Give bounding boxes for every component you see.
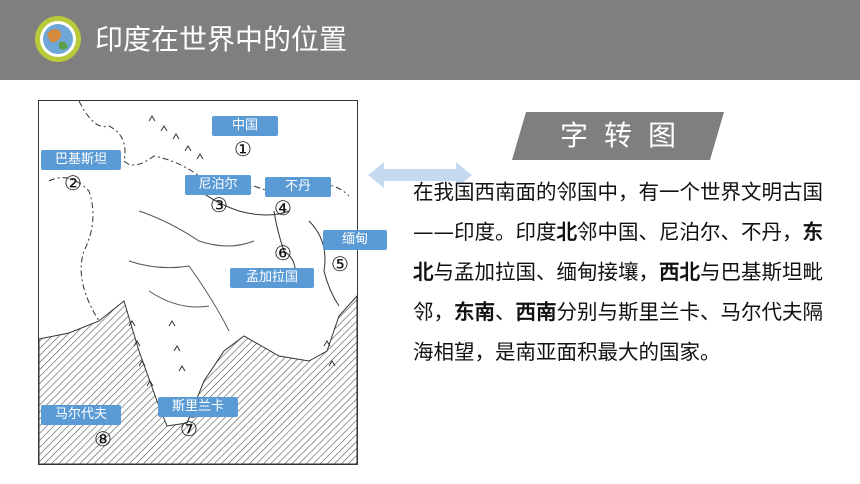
num-pakistan: ②	[64, 171, 82, 195]
num-nepal: ③	[210, 193, 228, 217]
para-bold: 东南	[454, 300, 495, 324]
para-text: 邻中国、尼泊尔、不丹，	[577, 220, 803, 244]
label-nepal: 尼泊尔	[185, 175, 251, 195]
num-china: ①	[234, 137, 252, 161]
description-paragraph: 在我国西南面的邻国中，有一个世界文明古国——印度。印度北邻中国、尼泊尔、不丹，东…	[413, 172, 823, 372]
para-bold: 西北	[659, 260, 700, 284]
num-maldives: ⑧	[94, 427, 112, 451]
label-pakistan: 巴基斯坦	[41, 150, 121, 170]
num-bangladesh: ⑥	[274, 241, 292, 265]
double-arrow-icon	[368, 162, 472, 188]
label-bhutan: 不丹	[265, 177, 331, 197]
label-maldives: 马尔代夫	[41, 405, 121, 425]
para-text: 分别与斯里兰卡、马尔代夫隔海相望，是南亚面积最大的国家。	[413, 300, 823, 364]
page-title: 印度在世界中的位置	[95, 23, 348, 56]
para-text: 与孟加拉国、缅甸接壤，	[433, 260, 660, 284]
para-text: 在我国西南面的邻国中，有一个世界文明古国——印度。印度	[413, 180, 823, 244]
label-china: 中国	[212, 116, 278, 136]
para-text: 、	[495, 300, 516, 324]
label-bangladesh: 孟加拉国	[230, 268, 314, 288]
banner: 字转图	[512, 112, 724, 160]
num-srilanka: ⑦	[180, 417, 198, 441]
num-bhutan: ④	[274, 196, 292, 220]
para-bold: 北	[556, 220, 578, 244]
banner-text: 字转图	[559, 119, 692, 152]
para-bold: 东北	[413, 220, 823, 284]
num-myanmar: ⑤	[331, 252, 349, 276]
label-srilanka: 斯里兰卡	[158, 397, 238, 417]
globe-logo-icon	[35, 16, 81, 62]
banner-shape	[512, 112, 724, 160]
para-text: 与巴基斯坦毗邻，	[413, 260, 823, 324]
header-bar: 印度在世界中的位置	[0, 0, 860, 80]
para-bold: 西南	[515, 300, 557, 324]
label-myanmar: 缅甸	[323, 230, 387, 250]
